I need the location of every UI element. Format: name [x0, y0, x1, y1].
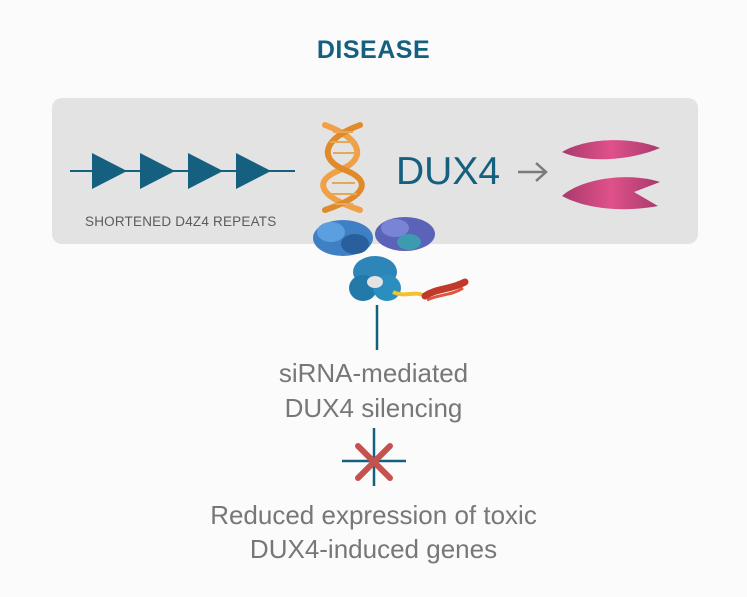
gene-label: DUX4 [396, 150, 501, 193]
d4z4-repeat-arrow-icon [92, 153, 127, 189]
arrow-right-icon [518, 162, 548, 182]
outcome-line-1: Reduced expression of toxic [210, 500, 537, 530]
outcome-line-2: DUX4-induced genes [249, 534, 498, 564]
mechanism-line-2: DUX4 silencing [284, 393, 463, 423]
outcome-text: Reduced expression of toxic DUX4-induced… [0, 498, 747, 566]
mechanism-text: siRNA-mediated DUX4 silencing [0, 356, 747, 426]
d4z4-repeat-arrow-icon [188, 153, 223, 189]
diagram-title: DISEASE [316, 36, 431, 64]
d4z4-repeat-arrow-icon [140, 153, 175, 189]
antibody-conjugate-icon [313, 217, 469, 350]
inhibition-x-icon [342, 428, 406, 486]
muscle-cell-icon [562, 140, 660, 210]
d4z4-repeats-icon [70, 153, 295, 189]
repeats-label: SHORTENED D4Z4 REPEATS [85, 214, 277, 229]
d4z4-repeat-arrow-icon [236, 153, 271, 189]
mechanism-line-1: siRNA-mediated [278, 358, 469, 388]
dna-helix-icon [320, 122, 365, 213]
